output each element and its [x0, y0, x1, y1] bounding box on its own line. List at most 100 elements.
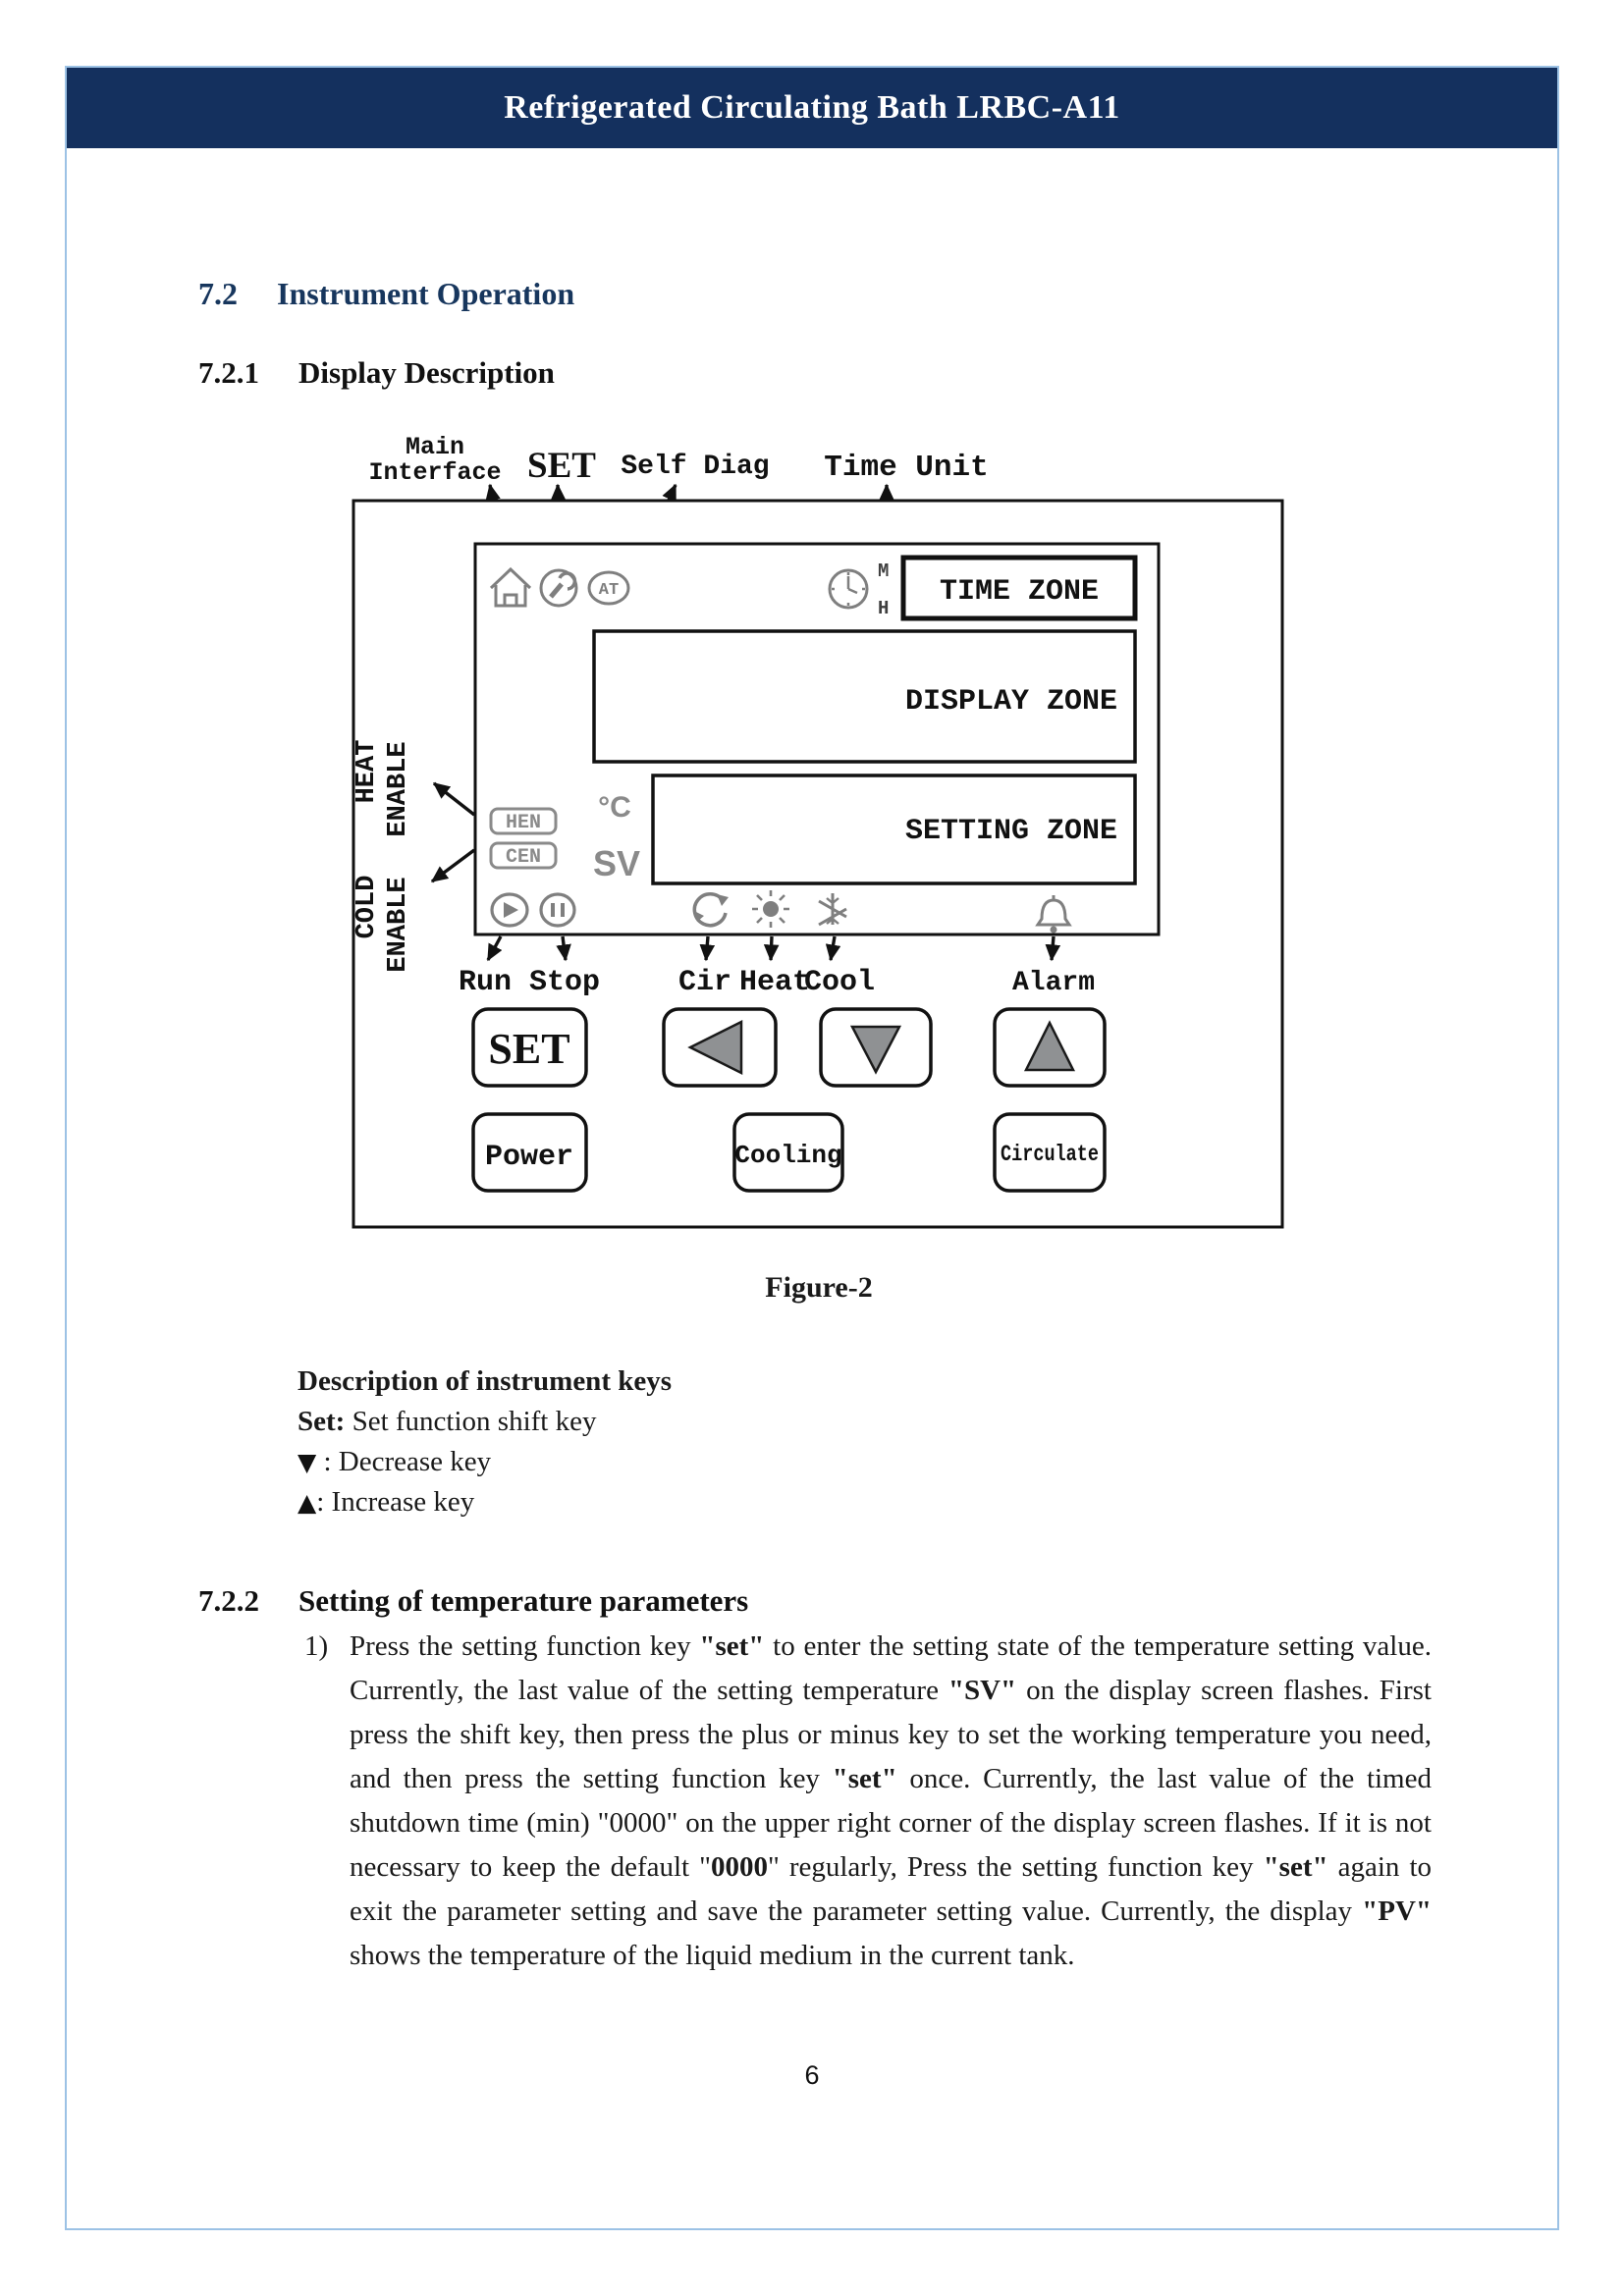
- time-zone-label: TIME ZONE: [940, 575, 1099, 609]
- arrow-cir: [699, 935, 716, 962]
- text-run-bold: "set": [699, 1630, 765, 1662]
- set-key-description: Set: Set function shift key: [298, 1402, 1494, 1442]
- page-frame: Refrigerated Circulating Bath LRBC-A11 7…: [65, 66, 1559, 2230]
- text-run-bold: "PV": [1362, 1896, 1432, 1927]
- text-run: shows the temperature of the liquid medi…: [350, 1940, 1075, 1971]
- circulate-key: Circulate: [993, 1112, 1107, 1193]
- power-key: Power: [471, 1112, 588, 1193]
- arrow-cold-enable: [430, 848, 476, 883]
- section-heading-7-2-2: 7.2.2 Setting of temperature parameters: [198, 1583, 1494, 1619]
- display-zone-label: DISPLAY ZONE: [905, 685, 1117, 719]
- cold-enable-label: COLD: [352, 876, 382, 939]
- increase-desc: : Increase key: [316, 1486, 475, 1518]
- text-run: again to exit the parameter setting and …: [350, 1851, 1432, 1927]
- hen-badge: HEN: [489, 807, 558, 835]
- heat-label: Heat: [739, 966, 810, 999]
- cold-enable-label-2: ENABLE: [384, 877, 413, 972]
- display-zone-box: [592, 629, 1137, 764]
- home-icon: [489, 566, 532, 608]
- shift-left-key: [662, 1007, 778, 1088]
- callout-main-interface-2: Interface: [368, 458, 501, 487]
- callout-time-unit: Time Unit: [824, 451, 988, 485]
- arrow-stop: [556, 935, 571, 962]
- celsius-label: °C: [598, 791, 631, 824]
- run-label: Run: [459, 966, 512, 999]
- arrow-heat-enable: [432, 781, 476, 817]
- text-run: " regularly, Press the setting function …: [767, 1851, 1264, 1883]
- text-run: to enter the setting state of the temper…: [350, 1630, 1432, 1706]
- list-item-number: 1): [304, 1630, 329, 1662]
- page-content: 7.2 Instrument Operation 7.2.1 Display D…: [67, 276, 1557, 1978]
- set-term: Set:: [298, 1406, 346, 1437]
- figure-2: Main Interface SET Self Diag Time Unit: [352, 422, 1286, 1305]
- increase-key-description: ▲: Increase key: [298, 1482, 1494, 1522]
- header-bar: Refrigerated Circulating Bath LRBC-A11: [67, 68, 1557, 148]
- alarm-label: Alarm: [1012, 968, 1095, 998]
- arrow-alarm: [1045, 935, 1061, 962]
- svg-text:Cooling: Cooling: [734, 1141, 841, 1170]
- increase-key: [993, 1007, 1107, 1088]
- setting-zone-box: [651, 774, 1137, 885]
- time-zone-box: [900, 555, 1138, 621]
- svg-text:Power: Power: [485, 1141, 573, 1174]
- document-title: Refrigerated Circulating Bath LRBC-A11: [504, 89, 1120, 126]
- section-title: Instrument Operation: [277, 276, 575, 311]
- cir-label: Cir: [678, 966, 731, 999]
- play-icon: [490, 892, 529, 928]
- set-key: SET: [471, 1007, 588, 1088]
- section-number: 7.2.1: [198, 355, 259, 390]
- arrow-cool: [825, 935, 841, 962]
- sun-icon: [752, 890, 789, 928]
- at-icon: AT: [587, 570, 630, 606]
- down-triangle-icon: [849, 1025, 902, 1075]
- bell-icon: [1035, 895, 1072, 934]
- setting-zone-label: SETTING ZONE: [905, 815, 1117, 848]
- decrease-key-description: ▼ : Decrease key: [298, 1442, 1494, 1482]
- circulate-icon: [692, 892, 729, 928]
- arrow-heat: [763, 935, 780, 962]
- wrench-icon: [539, 568, 578, 608]
- svg-text:SET: SET: [488, 1025, 569, 1073]
- svg-text:AT: AT: [599, 581, 619, 600]
- callout-main-interface: Main: [406, 433, 464, 461]
- section-title: Setting of temperature parameters: [298, 1583, 749, 1618]
- heat-enable-label-2: ENABLE: [384, 741, 413, 836]
- heat-enable-label: HEAT: [352, 740, 382, 804]
- minute-unit-label: M: [878, 561, 889, 582]
- decrease-desc: : Decrease key: [316, 1446, 492, 1477]
- section-number: 7.2.2: [198, 1583, 259, 1618]
- cool-label: Cool: [804, 966, 875, 999]
- text-run: on the display screen flashes. First pre…: [350, 1675, 1432, 1794]
- decrease-key: [819, 1007, 933, 1088]
- control-panel-diagram: Main Interface SET Self Diag Time Unit: [352, 433, 1284, 1229]
- keys-description: Description of instrument keys Set: Set …: [298, 1362, 1494, 1522]
- left-triangle-icon: [687, 1019, 743, 1076]
- section-title: Display Description: [298, 355, 555, 390]
- section-number: 7.2: [198, 276, 238, 311]
- figure-caption: Figure-2: [765, 1271, 873, 1304]
- stop-label: Stop: [529, 966, 600, 999]
- text-run-bold: "set": [832, 1763, 897, 1794]
- section-heading-7-2-1: 7.2.1 Display Description: [198, 355, 1494, 391]
- text-run-bold: 0000: [710, 1851, 768, 1883]
- procedure-step-1: 1) Press the setting function key "set" …: [304, 1625, 1494, 1978]
- set-desc: Set function shift key: [345, 1406, 597, 1437]
- hour-unit-label: H: [878, 598, 889, 619]
- cooling-key: Cooling: [732, 1112, 844, 1193]
- up-triangle-icon: ▲: [298, 1488, 317, 1517]
- section-heading-7-2: 7.2 Instrument Operation: [198, 276, 1494, 312]
- arrow-run: [486, 935, 503, 962]
- cen-badge: CEN: [489, 841, 558, 870]
- snowflake-icon: [818, 893, 847, 927]
- svg-text:Circulate: Circulate: [1001, 1142, 1099, 1167]
- down-triangle-icon: ▼: [298, 1448, 317, 1476]
- sv-label: SV: [593, 843, 640, 883]
- callout-self-diag: Self Diag: [621, 452, 769, 482]
- clock-icon: [828, 568, 869, 610]
- up-triangle-icon: [1023, 1020, 1076, 1072]
- text-run: Press the setting function key: [350, 1630, 700, 1662]
- svg-text:HEN: HEN: [506, 812, 541, 834]
- keys-description-heading: Description of instrument keys: [298, 1365, 673, 1397]
- procedure-text: Press the setting function key "set" to …: [350, 1625, 1432, 1978]
